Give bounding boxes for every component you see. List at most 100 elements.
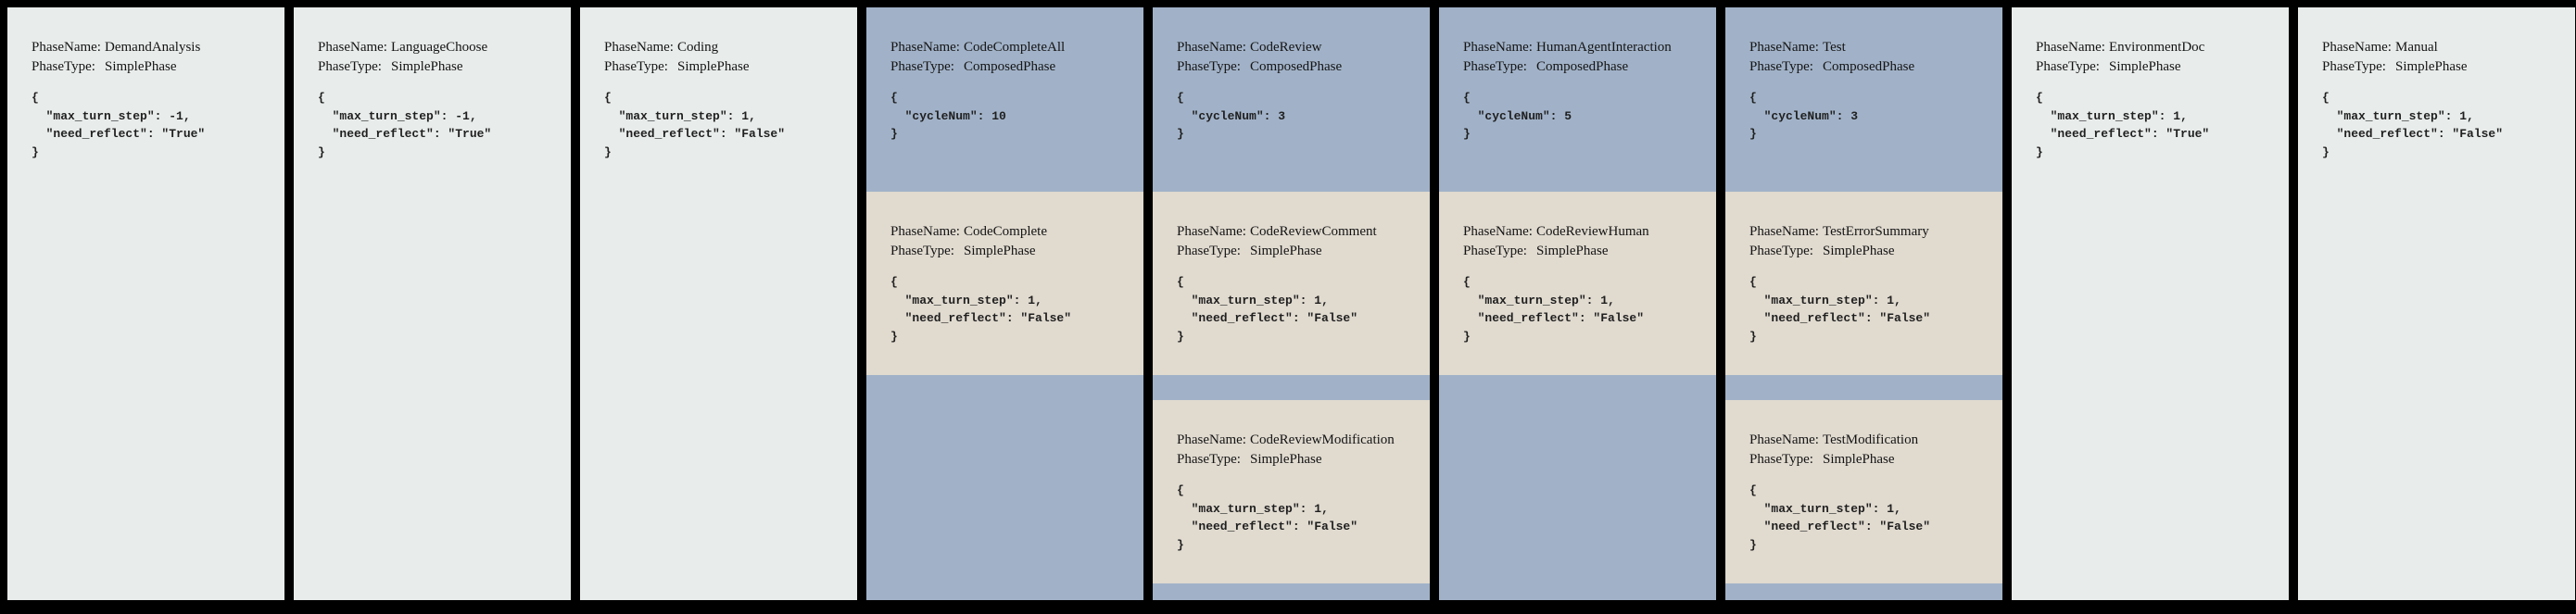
phase-name-row: PhaseName:CodeReview <box>1177 38 1422 57</box>
phase-name-row: PhaseName:CodeReviewHuman <box>1463 222 1709 242</box>
phase-type-row: PhaseType: SimplePhase <box>1463 242 1709 261</box>
phase-type-row: PhaseType: SimplePhase <box>1749 450 1995 470</box>
phase-config-json: { "max_turn_step": 1, "need_reflect": "F… <box>890 275 1072 344</box>
phase-config-json: { "cycleNum": 5 } <box>1463 91 1572 141</box>
phase-type-row: PhaseType: SimplePhase <box>32 57 277 77</box>
phase-name-value: TestModification <box>1823 432 1919 447</box>
phase-name-label: PhaseName: <box>1749 40 1819 55</box>
phase-name-row: PhaseName:Manual <box>2322 38 2568 57</box>
phase-config-json: { "cycleNum": 10 } <box>890 91 1006 141</box>
phase-type-label: PhaseType: <box>32 59 95 74</box>
phase-name-row: PhaseName:EnvironmentDoc <box>2036 38 2281 57</box>
phase-type-value: ComposedPhase <box>1536 59 1629 74</box>
phase-type-label: PhaseType: <box>1463 244 1527 258</box>
phase-config-json: { "max_turn_step": 1, "need_reflect": "F… <box>1749 275 1931 344</box>
phase-type-label: PhaseType: <box>890 59 954 74</box>
phase-card-testmodification: PhaseName: TestModification PhaseType: Sim… <box>1725 400 2002 583</box>
phase-config-json: { "max_turn_step": 1, "need_reflect": "F… <box>1749 483 1931 552</box>
phase-type-label: PhaseType: <box>318 59 382 74</box>
phase-name-label: PhaseName: <box>1177 432 1246 447</box>
phase-card-codereviewmodification: PhaseName: CodeReviewModification PhaseTy… <box>1153 400 1430 583</box>
phase-name-value: Test <box>1823 40 1846 55</box>
phase-name-value: Coding <box>677 40 719 55</box>
phase-card-test: PhaseName: Test PhaseType: ComposedPhase {… <box>1725 7 2002 600</box>
phase-type-row: PhaseType: ComposedPhase <box>1749 57 1995 77</box>
phase-column-test: PhaseName: Test PhaseType: ComposedPhase {… <box>1725 7 2002 600</box>
phase-name-row: PhaseName:DemandAnalysis <box>32 38 277 57</box>
phase-name-value: CodeComplete <box>964 224 1047 239</box>
phase-type-value: ComposedPhase <box>964 59 1056 74</box>
phase-name-label: PhaseName: <box>2322 40 2392 55</box>
phase-name-row: PhaseName:HumanAgentInteraction <box>1463 38 1709 57</box>
phase-type-label: PhaseType: <box>1177 59 1241 74</box>
composed-phase-header: PhaseName:HumanAgentInteraction PhaseTyp… <box>1439 7 1716 192</box>
phase-type-row: PhaseType:ComposedPhase <box>1463 57 1709 77</box>
phase-name-label: PhaseName: <box>1463 224 1533 239</box>
phase-config-json: { "max_turn_step": -1, "need_reflect": "… <box>318 91 492 159</box>
phase-type-row: PhaseType:SimplePhase <box>890 242 1136 261</box>
phase-column-environmentdoc: PhaseName:EnvironmentDoc PhaseType:Simpl… <box>2012 7 2289 600</box>
phase-name-value: CodeReviewModification <box>1250 432 1395 447</box>
phase-type-value: SimplePhase <box>2395 59 2468 74</box>
phase-type-value: SimplePhase <box>1536 244 1609 258</box>
phase-type-value: SimplePhase <box>2109 59 2181 74</box>
phase-card-codereviewhuman: PhaseName:CodeReviewHuman PhaseType: Simp… <box>1439 192 1716 375</box>
phase-column-demandanalysis: PhaseName:DemandAnalysis PhaseType: Simpl… <box>7 7 284 600</box>
phase-card-codecompleteall: PhaseName:CodeCompleteAll PhaseType:Comp… <box>866 7 1143 600</box>
phase-name-label: PhaseName: <box>1749 224 1819 239</box>
phase-type-row: PhaseType:SimplePhase <box>2036 57 2281 77</box>
phase-card-manual: PhaseName:Manual PhaseType:SimplePhase {… <box>2298 7 2575 600</box>
phase-type-value: SimplePhase <box>105 59 177 74</box>
phase-name-value: CodeReviewHuman <box>1536 224 1649 239</box>
composed-phase-header: PhaseName:CodeReview PhaseType:ComposedP… <box>1153 7 1430 192</box>
phase-card-codereview: PhaseName:CodeReview PhaseType:ComposedP… <box>1153 7 1430 600</box>
phase-card-codereviewcomment: PhaseName:CodeReviewComment PhaseType:Si… <box>1153 192 1430 375</box>
phase-type-label: PhaseType: <box>1177 244 1241 258</box>
phase-type-value: SimplePhase <box>391 59 463 74</box>
phase-name-value: TestErrorSummary <box>1823 224 1929 239</box>
phase-type-value: SimplePhase <box>1823 452 1895 467</box>
phase-card-coding: PhaseName:Coding PhaseType:SimplePhase {… <box>580 7 857 600</box>
phase-name-row: PhaseName:CodeComplete <box>890 222 1136 242</box>
phase-column-languagechoose: PhaseName: LanguageChoose PhaseType: Simpl… <box>294 7 571 600</box>
phase-name-value: CodeReviewComment <box>1250 224 1377 239</box>
phase-card-testerrorsummary: PhaseName: TestErrorSummary PhaseType: Sim… <box>1725 192 2002 375</box>
composed-phase-header: PhaseName:CodeCompleteAll PhaseType:Comp… <box>866 7 1143 192</box>
phase-type-row: PhaseType: ComposedPhase <box>890 57 1136 77</box>
phase-type-label: PhaseType: <box>1749 244 1813 258</box>
phase-type-label: PhaseType: <box>1177 452 1241 467</box>
phase-type-row: PhaseType:SimplePhase <box>1177 450 1422 470</box>
phase-column-codecompleteall: PhaseName:CodeCompleteAll PhaseType:Comp… <box>866 7 1143 600</box>
phase-name-value: DemandAnalysis <box>105 40 201 55</box>
phase-card-environmentdoc: PhaseName:EnvironmentDoc PhaseType:Simpl… <box>2012 7 2289 600</box>
phase-type-value: SimplePhase <box>677 59 750 74</box>
phase-type-value: SimplePhase <box>964 244 1036 258</box>
phase-card-languagechoose: PhaseName: LanguageChoose PhaseType: Simpl… <box>294 7 571 600</box>
phase-type-label: PhaseType: <box>1749 452 1813 467</box>
phase-name-label: PhaseName: <box>1463 40 1533 55</box>
phase-name-value: EnvironmentDoc <box>2109 40 2205 55</box>
phase-card-demandanalysis: PhaseName:DemandAnalysis PhaseType: Simpl… <box>7 7 284 600</box>
phase-config-json: { "cycleNum": 3 } <box>1177 91 1286 141</box>
composed-phase-header: PhaseName: Test PhaseType: ComposedPhase {… <box>1725 7 2002 192</box>
phase-type-row: PhaseType: SimplePhase <box>604 57 850 77</box>
phase-type-value: ComposedPhase <box>1823 59 1915 74</box>
phase-name-label: PhaseName: <box>604 40 674 55</box>
phase-type-label: PhaseType: <box>604 59 668 74</box>
phase-name-label: PhaseName: <box>1749 432 1819 447</box>
phase-type-row: PhaseType: SimplePhase <box>1749 242 1995 261</box>
phase-name-value: CodeCompleteAll <box>964 40 1066 55</box>
phase-type-value: SimplePhase <box>1823 244 1895 258</box>
phase-name-label: PhaseName: <box>1177 40 1246 55</box>
phase-type-row: PhaseType: SimplePhase <box>2322 57 2568 77</box>
phase-name-row: PhaseName: TestErrorSummary <box>1749 222 1995 242</box>
phase-type-row: PhaseType: SimplePhase <box>318 57 563 77</box>
phase-type-label: PhaseType: <box>1749 59 1813 74</box>
phase-config-json: { "cycleNum": 3 } <box>1749 91 1859 141</box>
phase-card-humanagentinteraction: PhaseName:HumanAgentInteraction PhaseTyp… <box>1439 7 1716 600</box>
phase-name-row: PhaseName: Test <box>1749 38 1995 57</box>
phase-type-label: PhaseType: <box>2322 59 2386 74</box>
phase-name-label: PhaseName: <box>1177 224 1246 239</box>
phase-name-label: PhaseName: <box>318 40 387 55</box>
phase-name-value: LanguageChoose <box>391 40 488 55</box>
